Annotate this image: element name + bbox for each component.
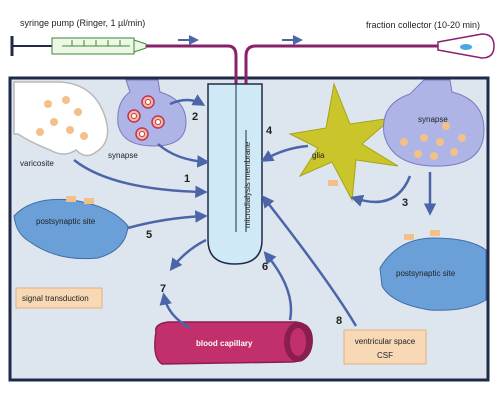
- varicosite-vesicles: [36, 96, 88, 140]
- synapse-left: [117, 79, 187, 147]
- arrow-probe-to-tissue: [169, 238, 207, 271]
- inflow-tube: [146, 44, 238, 130]
- varicosite-label: varicosite: [20, 159, 54, 168]
- arrow-glia-to-probe: [260, 144, 309, 162]
- step-number-8: 8: [336, 315, 342, 327]
- step-number-3: 3: [402, 197, 408, 209]
- fraction-collector-label: fraction collector (10-20 min): [366, 20, 480, 30]
- signal-transduction-box: [15, 287, 103, 309]
- arrow-synapse-release: [169, 94, 206, 106]
- synapse-right-vesicles: [400, 122, 466, 160]
- postsynaptic-right: [379, 237, 487, 311]
- step-number-4: 4: [266, 125, 273, 137]
- ventricular-label-line2: CSF: [377, 351, 393, 360]
- blood-capillary-label: blood capillary: [196, 339, 253, 348]
- synapse-left-label: synapse: [108, 151, 138, 160]
- arrow-varicosite-to-probe: [73, 159, 208, 199]
- membrane-label: microdialysis membrane: [243, 141, 252, 228]
- arrow-synapse-left-to-probe: [157, 143, 210, 168]
- step-number-7: 7: [160, 283, 166, 295]
- step-number-6: 6: [262, 261, 268, 273]
- step-number-2: 2: [192, 111, 198, 123]
- step-number-5: 5: [146, 229, 152, 241]
- postsynaptic-left: [13, 198, 129, 260]
- arrow-capillary-to-probe: [263, 251, 293, 321]
- syringe-pump-label: syringe pump (Ringer, 1 µl/min): [20, 18, 145, 28]
- glia-receptor: [328, 180, 338, 186]
- arrow-postsynaptic-to-probe: [127, 210, 208, 230]
- microdialysis-probe: [207, 83, 263, 265]
- signal-transduction-label: signal transduction: [22, 294, 89, 303]
- syringe-pump: [10, 36, 147, 56]
- arrow-capillary-to-tissue: [159, 292, 191, 330]
- postsynaptic-right-receptor-2: [430, 230, 440, 236]
- postsynaptic-left-receptor-1: [66, 196, 76, 202]
- arrow-synapse-right-to-glia: [350, 175, 412, 207]
- glia-label: glia: [312, 151, 325, 160]
- step-number-1: 1: [184, 173, 190, 185]
- ventricular-label-line1: ventricular space: [355, 337, 416, 346]
- synapse-right: [383, 79, 485, 167]
- postsynaptic-right-receptor-1: [404, 234, 414, 240]
- postsynaptic-left-label: postsynaptic site: [36, 217, 96, 226]
- fraction-collector: [437, 33, 495, 59]
- synapse-right-label: synapse: [418, 115, 448, 124]
- postsynaptic-left-receptor-2: [84, 198, 94, 204]
- blood-capillary: [154, 321, 313, 365]
- synapse-left-vesicles: [127, 95, 165, 141]
- outflow-tube: [244, 44, 438, 130]
- ventricular-space-box: [343, 329, 427, 365]
- postsynaptic-right-label: postsynaptic site: [396, 269, 456, 278]
- arrow-ventricular-to-probe: [261, 195, 358, 327]
